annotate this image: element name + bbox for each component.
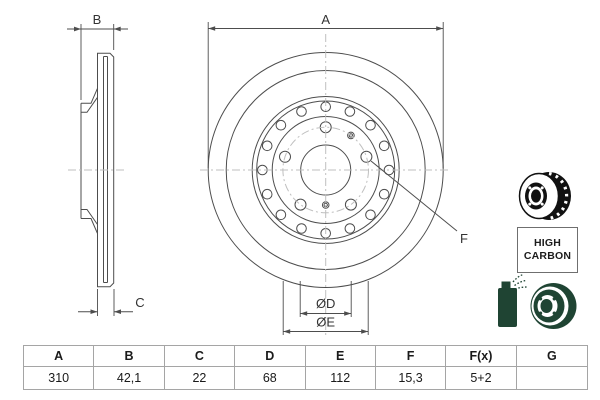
arrowhead	[113, 26, 121, 32]
spec-header-cell: C	[164, 346, 236, 367]
spec-value-cell: 5+2	[446, 367, 517, 389]
outer-hole-ring	[257, 101, 395, 239]
arrowhead	[208, 26, 216, 31]
arrowhead	[361, 329, 369, 334]
vent-channel-lines	[103, 56, 108, 283]
dimension-a-label: A	[321, 12, 330, 27]
spec-value-cell: 310	[24, 367, 95, 389]
spray-can	[498, 288, 517, 327]
dimension-f-label: F	[460, 231, 468, 246]
f-leader-line	[370, 160, 458, 232]
dimension-spec-table: A B C D E F F(x) G 310 42,1 22 68 112 15…	[23, 345, 588, 390]
spec-header-cell: D	[235, 346, 306, 367]
side-view-cross-section	[80, 52, 115, 288]
spec-header-cell: G	[516, 346, 587, 367]
arrowhead	[344, 311, 352, 316]
dimension-e-label: ØE	[316, 315, 335, 330]
dimension-e: ØE	[282, 281, 369, 335]
spec-header-cell: B	[94, 346, 165, 367]
front-view-centerlines	[200, 34, 451, 336]
high-carbon-line2: CARBON	[523, 250, 572, 262]
dimension-d: ØD	[299, 281, 352, 317]
bolt-circle	[282, 126, 370, 214]
hat-section	[80, 88, 98, 234]
friction-ring-outline	[97, 52, 115, 288]
icon-hub-center	[531, 189, 541, 203]
dimension-f: F	[370, 160, 468, 246]
arrowhead	[436, 26, 444, 31]
high-carbon-line1: HIGH	[533, 237, 562, 249]
spec-header-cell: A	[24, 346, 95, 367]
dimension-b: B	[67, 12, 128, 100]
arrowhead	[114, 309, 121, 314]
dimension-c-label: C	[135, 295, 144, 310]
arrowhead	[74, 26, 81, 32]
arrowhead	[300, 311, 308, 316]
spray-can-cap	[501, 281, 511, 289]
spec-value-cell: 22	[165, 367, 236, 389]
dimension-d-label: ØD	[316, 296, 336, 311]
spec-value-cell	[517, 367, 587, 389]
spec-value-cell: 68	[235, 367, 306, 389]
spec-header-cell: F	[375, 346, 447, 367]
spec-header-cell: F(x)	[446, 346, 517, 367]
spec-value-cell: 42,1	[94, 367, 165, 389]
dimension-c: C	[78, 289, 145, 316]
arrowhead	[90, 309, 98, 314]
spec-header-cell: E	[305, 346, 376, 367]
spec-value-cell: 15,3	[376, 367, 447, 389]
vented-brake-disc-icon	[518, 171, 571, 221]
dimension-b-label: B	[93, 12, 102, 27]
arrowhead	[283, 329, 291, 334]
spray-mist	[512, 273, 528, 290]
dimension-a: A	[207, 12, 444, 168]
high-carbon-badge: HIGH CARBON	[517, 227, 578, 273]
spec-value-cell: 112	[306, 367, 376, 389]
coated-disc-spray-icon	[498, 273, 577, 329]
